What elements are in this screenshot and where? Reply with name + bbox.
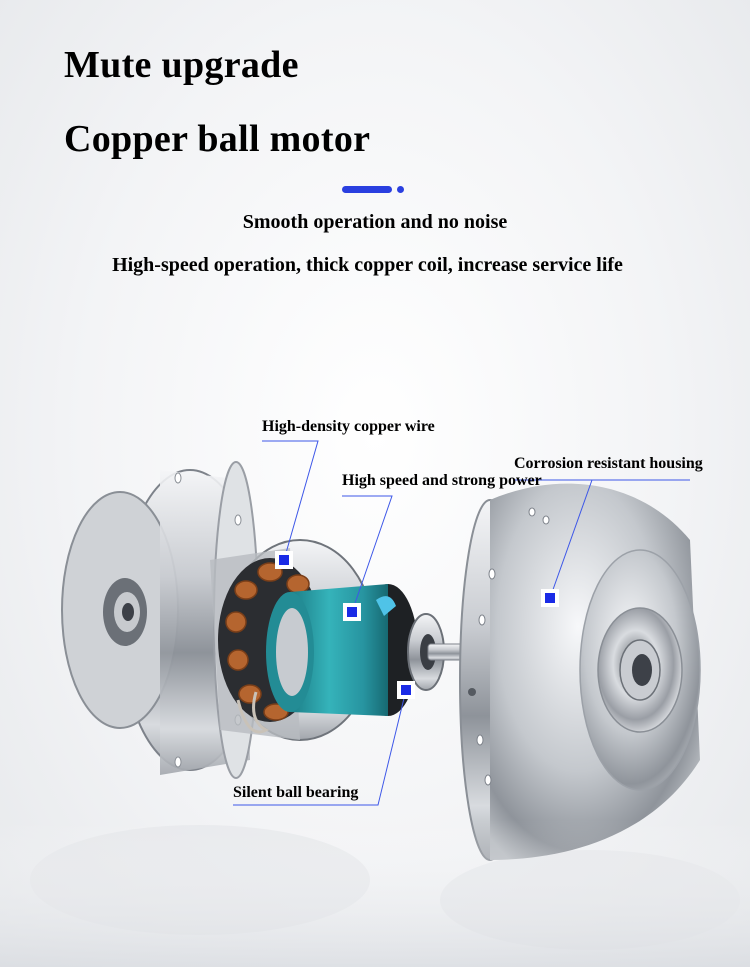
title-mute-upgrade: Mute upgrade (64, 44, 299, 86)
callout-ball-bearing: Silent ball bearing (233, 784, 359, 801)
subtitle-smooth-operation: Smooth operation and no noise (242, 211, 508, 233)
ball-bearing (407, 613, 479, 691)
callout-housing: Corrosion resistant housing (514, 455, 703, 472)
floor-gradient (0, 820, 750, 967)
callout-speed-power: High speed and strong power (342, 472, 542, 489)
description-line: High-speed operation, thick copper coil,… (112, 254, 623, 276)
callout-markers (275, 551, 559, 699)
callout-copper-wire: High-density copper wire (262, 418, 435, 435)
callout-leader-lines (233, 440, 690, 806)
right-motor-housing (459, 483, 701, 861)
accent-dot (397, 186, 404, 193)
accent-divider (342, 186, 406, 196)
accent-bar (342, 186, 392, 193)
rotor-assembly (266, 584, 418, 716)
title-copper-ball-motor: Copper ball motor (64, 118, 371, 160)
